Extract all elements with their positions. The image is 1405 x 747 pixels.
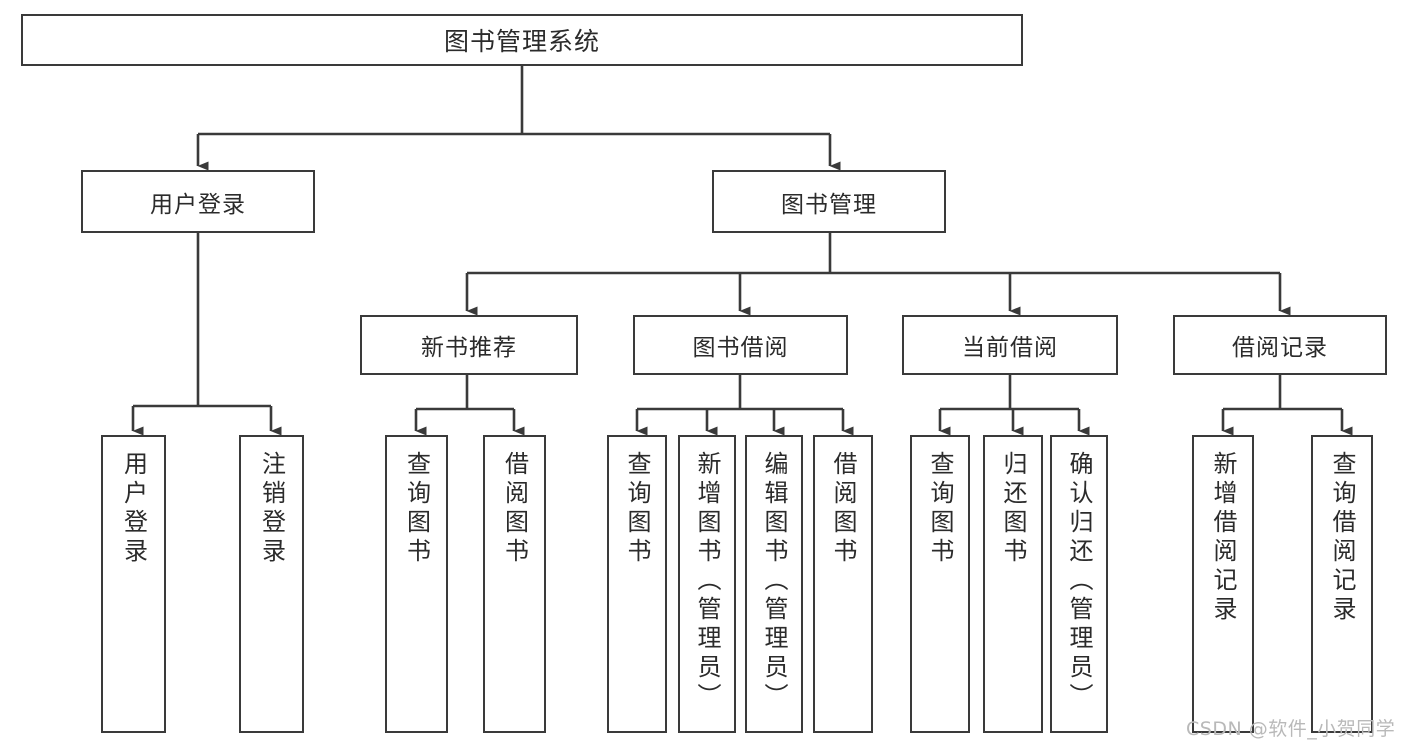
node-label: 用户登录 [119, 451, 148, 567]
leaf-borrow-query-book[interactable]: 查询图书 [607, 435, 667, 733]
leaf-user-login[interactable]: 用户登录 [101, 435, 166, 733]
node-current-borrow[interactable]: 当前借阅 [902, 315, 1118, 375]
node-user-login[interactable]: 用户登录 [81, 170, 315, 233]
node-book-management[interactable]: 图书管理 [712, 170, 946, 233]
node-book-borrow[interactable]: 图书借阅 [633, 315, 848, 375]
node-label: 图书借阅 [692, 335, 789, 361]
leaf-current-confirm-return-admin[interactable]: 确认归还（管理员） [1050, 435, 1108, 733]
leaf-borrow-edit-book-admin[interactable]: 编辑图书（管理员） [745, 435, 803, 733]
leaf-borrow-lend-book[interactable]: 借阅图书 [813, 435, 873, 733]
node-label: 新书推荐 [421, 335, 517, 361]
node-label: 借阅图书 [829, 451, 857, 567]
node-label: 借阅记录 [1232, 335, 1328, 361]
node-label: 用户登录 [150, 191, 246, 218]
node-label: 借阅图书 [500, 451, 529, 567]
node-borrow-records[interactable]: 借阅记录 [1173, 315, 1387, 375]
leaf-newbook-query-book[interactable]: 查询图书 [385, 435, 448, 733]
node-label: 图书管理系统 [443, 27, 600, 56]
leaf-current-query-book[interactable]: 查询图书 [910, 435, 970, 733]
leaf-borrow-add-book-admin[interactable]: 新增图书（管理员） [678, 435, 736, 733]
node-label: 归还图书 [999, 451, 1027, 567]
node-new-book-recommend[interactable]: 新书推荐 [360, 315, 578, 375]
node-label: 查询图书 [623, 451, 651, 567]
node-label: 查询图书 [402, 451, 431, 567]
node-label: 新增借阅记录 [1209, 451, 1237, 625]
leaf-newbook-borrow-book[interactable]: 借阅图书 [483, 435, 546, 733]
node-label: 查询图书 [926, 451, 954, 567]
node-label: 查询借阅记录 [1328, 451, 1356, 625]
leaf-current-return-book[interactable]: 归还图书 [983, 435, 1043, 733]
node-label: 图书管理 [781, 191, 877, 218]
node-label: 当前借阅 [962, 335, 1058, 361]
node-label: 注销登录 [257, 451, 286, 567]
node-root-system[interactable]: 图书管理系统 [21, 14, 1023, 66]
leaf-user-logout[interactable]: 注销登录 [239, 435, 304, 733]
node-label: 新增图书（管理员） [693, 451, 721, 712]
leaf-records-add-record[interactable]: 新增借阅记录 [1192, 435, 1254, 733]
node-label: 编辑图书（管理员） [760, 451, 788, 712]
leaf-records-query-record[interactable]: 查询借阅记录 [1311, 435, 1373, 733]
node-label: 确认归还（管理员） [1065, 451, 1093, 712]
